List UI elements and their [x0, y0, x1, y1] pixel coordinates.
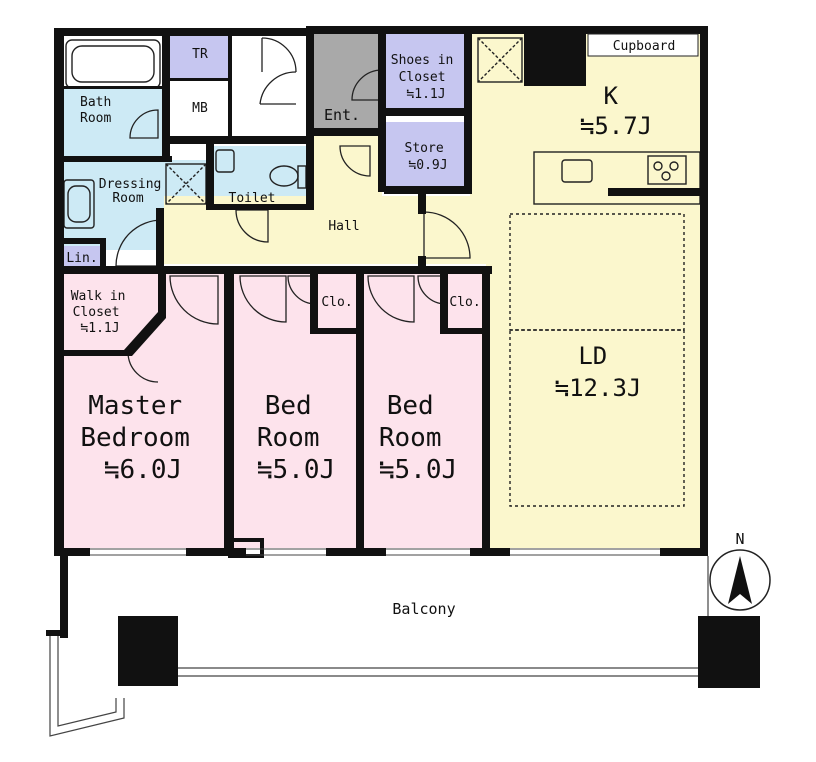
dining-area-outline	[509, 213, 685, 331]
linen-fill	[62, 246, 100, 268]
kitchen-label: K ≒5.7J	[580, 82, 652, 140]
store-fill	[384, 122, 466, 186]
cupboard-label: Cupboard	[613, 39, 676, 54]
balcony-label: Balcony	[392, 600, 455, 618]
bathtub-icon	[65, 39, 161, 89]
linen-label: Lin.	[66, 251, 97, 266]
toilet-label: Toilet	[229, 191, 276, 206]
bed-room-1-label: Bed Room ≒5.0J	[257, 391, 335, 485]
bath-room-label: Bath Room	[80, 95, 119, 126]
bed-room-1-fill	[234, 274, 356, 548]
balcony	[46, 556, 760, 737]
shoes-closet-label: Shoes in Closet ≒1.1J	[391, 53, 461, 102]
bed-room-2-fill	[364, 274, 486, 548]
master-bedroom-label: Master Bedroom ≒6.0J	[80, 391, 205, 485]
tr-fill	[170, 34, 232, 78]
washbasin-bowl-icon	[67, 185, 91, 223]
entrance-label: Ent.	[324, 106, 360, 124]
closet-1-label: Clo.	[321, 295, 352, 310]
closet-2-label: Clo.	[449, 295, 480, 310]
bed-room-2-label: Bed Room ≒5.0J	[379, 391, 457, 485]
bath-room-fill	[62, 88, 162, 158]
store-label: Store ≒0.9J	[405, 141, 452, 173]
mb-label: MB	[192, 101, 208, 116]
ceiling-vent-icon	[477, 37, 523, 83]
sink-icon	[561, 159, 593, 183]
room-fills	[62, 34, 700, 548]
north-arrow-icon: N	[709, 530, 771, 611]
tr-label: TR	[192, 47, 208, 62]
hall-fill	[164, 136, 420, 264]
hall-label: Hall	[328, 219, 359, 234]
living-dining-label: LD ≒12.3J	[555, 342, 642, 402]
shoes-closet-fill	[384, 34, 466, 110]
walk-in-closet-label: Walk in Closet ≒1.1J	[71, 289, 134, 336]
stove-icon	[647, 155, 687, 185]
living-area-outline	[509, 329, 685, 507]
walls	[54, 26, 708, 558]
dressing-room-label: Dressing Room	[99, 177, 169, 206]
cupboard-box	[587, 33, 699, 57]
compass-label: N	[735, 530, 744, 548]
bathtub-inner-icon	[71, 45, 155, 83]
windows	[90, 548, 660, 556]
entrance-fill	[314, 34, 382, 130]
hand-basin-icon	[215, 149, 235, 173]
room-labels: TR MB Bath Room Ent. Shoes in Closet ≒1.…	[66, 39, 675, 618]
